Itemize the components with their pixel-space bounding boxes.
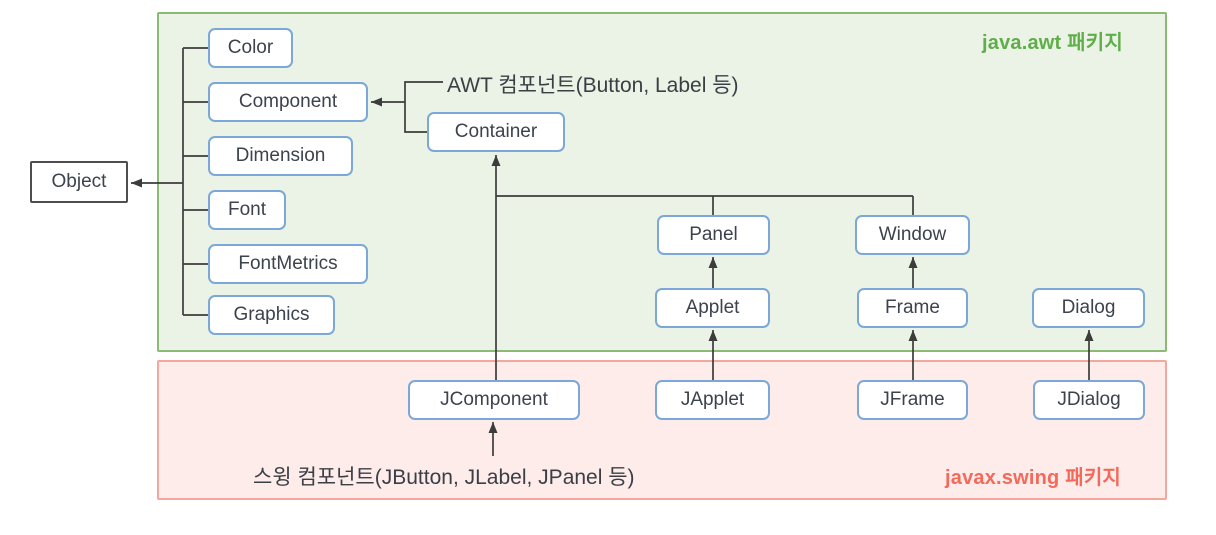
node-frame: Frame <box>857 288 968 328</box>
node-graphics: Graphics <box>208 295 335 335</box>
node-container: Container <box>427 112 565 152</box>
node-dialog: Dialog <box>1032 288 1145 328</box>
node-panel: Panel <box>657 215 770 255</box>
node-object: Object <box>30 161 128 203</box>
node-jdialog: JDialog <box>1033 380 1145 420</box>
node-jframe: JFrame <box>857 380 968 420</box>
node-dimension: Dimension <box>208 136 353 176</box>
awt-components-annotation: AWT 컴포넌트(Button, Label 등) <box>447 74 739 97</box>
node-fontmetrics: FontMetrics <box>208 244 368 284</box>
node-color: Color <box>208 28 293 68</box>
node-font: Font <box>208 190 286 230</box>
swing-components-annotation: 스윙 컴포넌트(JButton, JLabel, JPanel 등) <box>253 466 635 489</box>
node-japplet: JApplet <box>655 380 770 420</box>
node-applet: Applet <box>655 288 770 328</box>
node-window: Window <box>855 215 970 255</box>
node-jcomponent: JComponent <box>408 380 580 420</box>
javax-swing-package-label: javax.swing 패키지 <box>945 467 1122 489</box>
node-component: Component <box>208 82 368 122</box>
java-awt-package-label: java.awt 패키지 <box>982 32 1123 54</box>
